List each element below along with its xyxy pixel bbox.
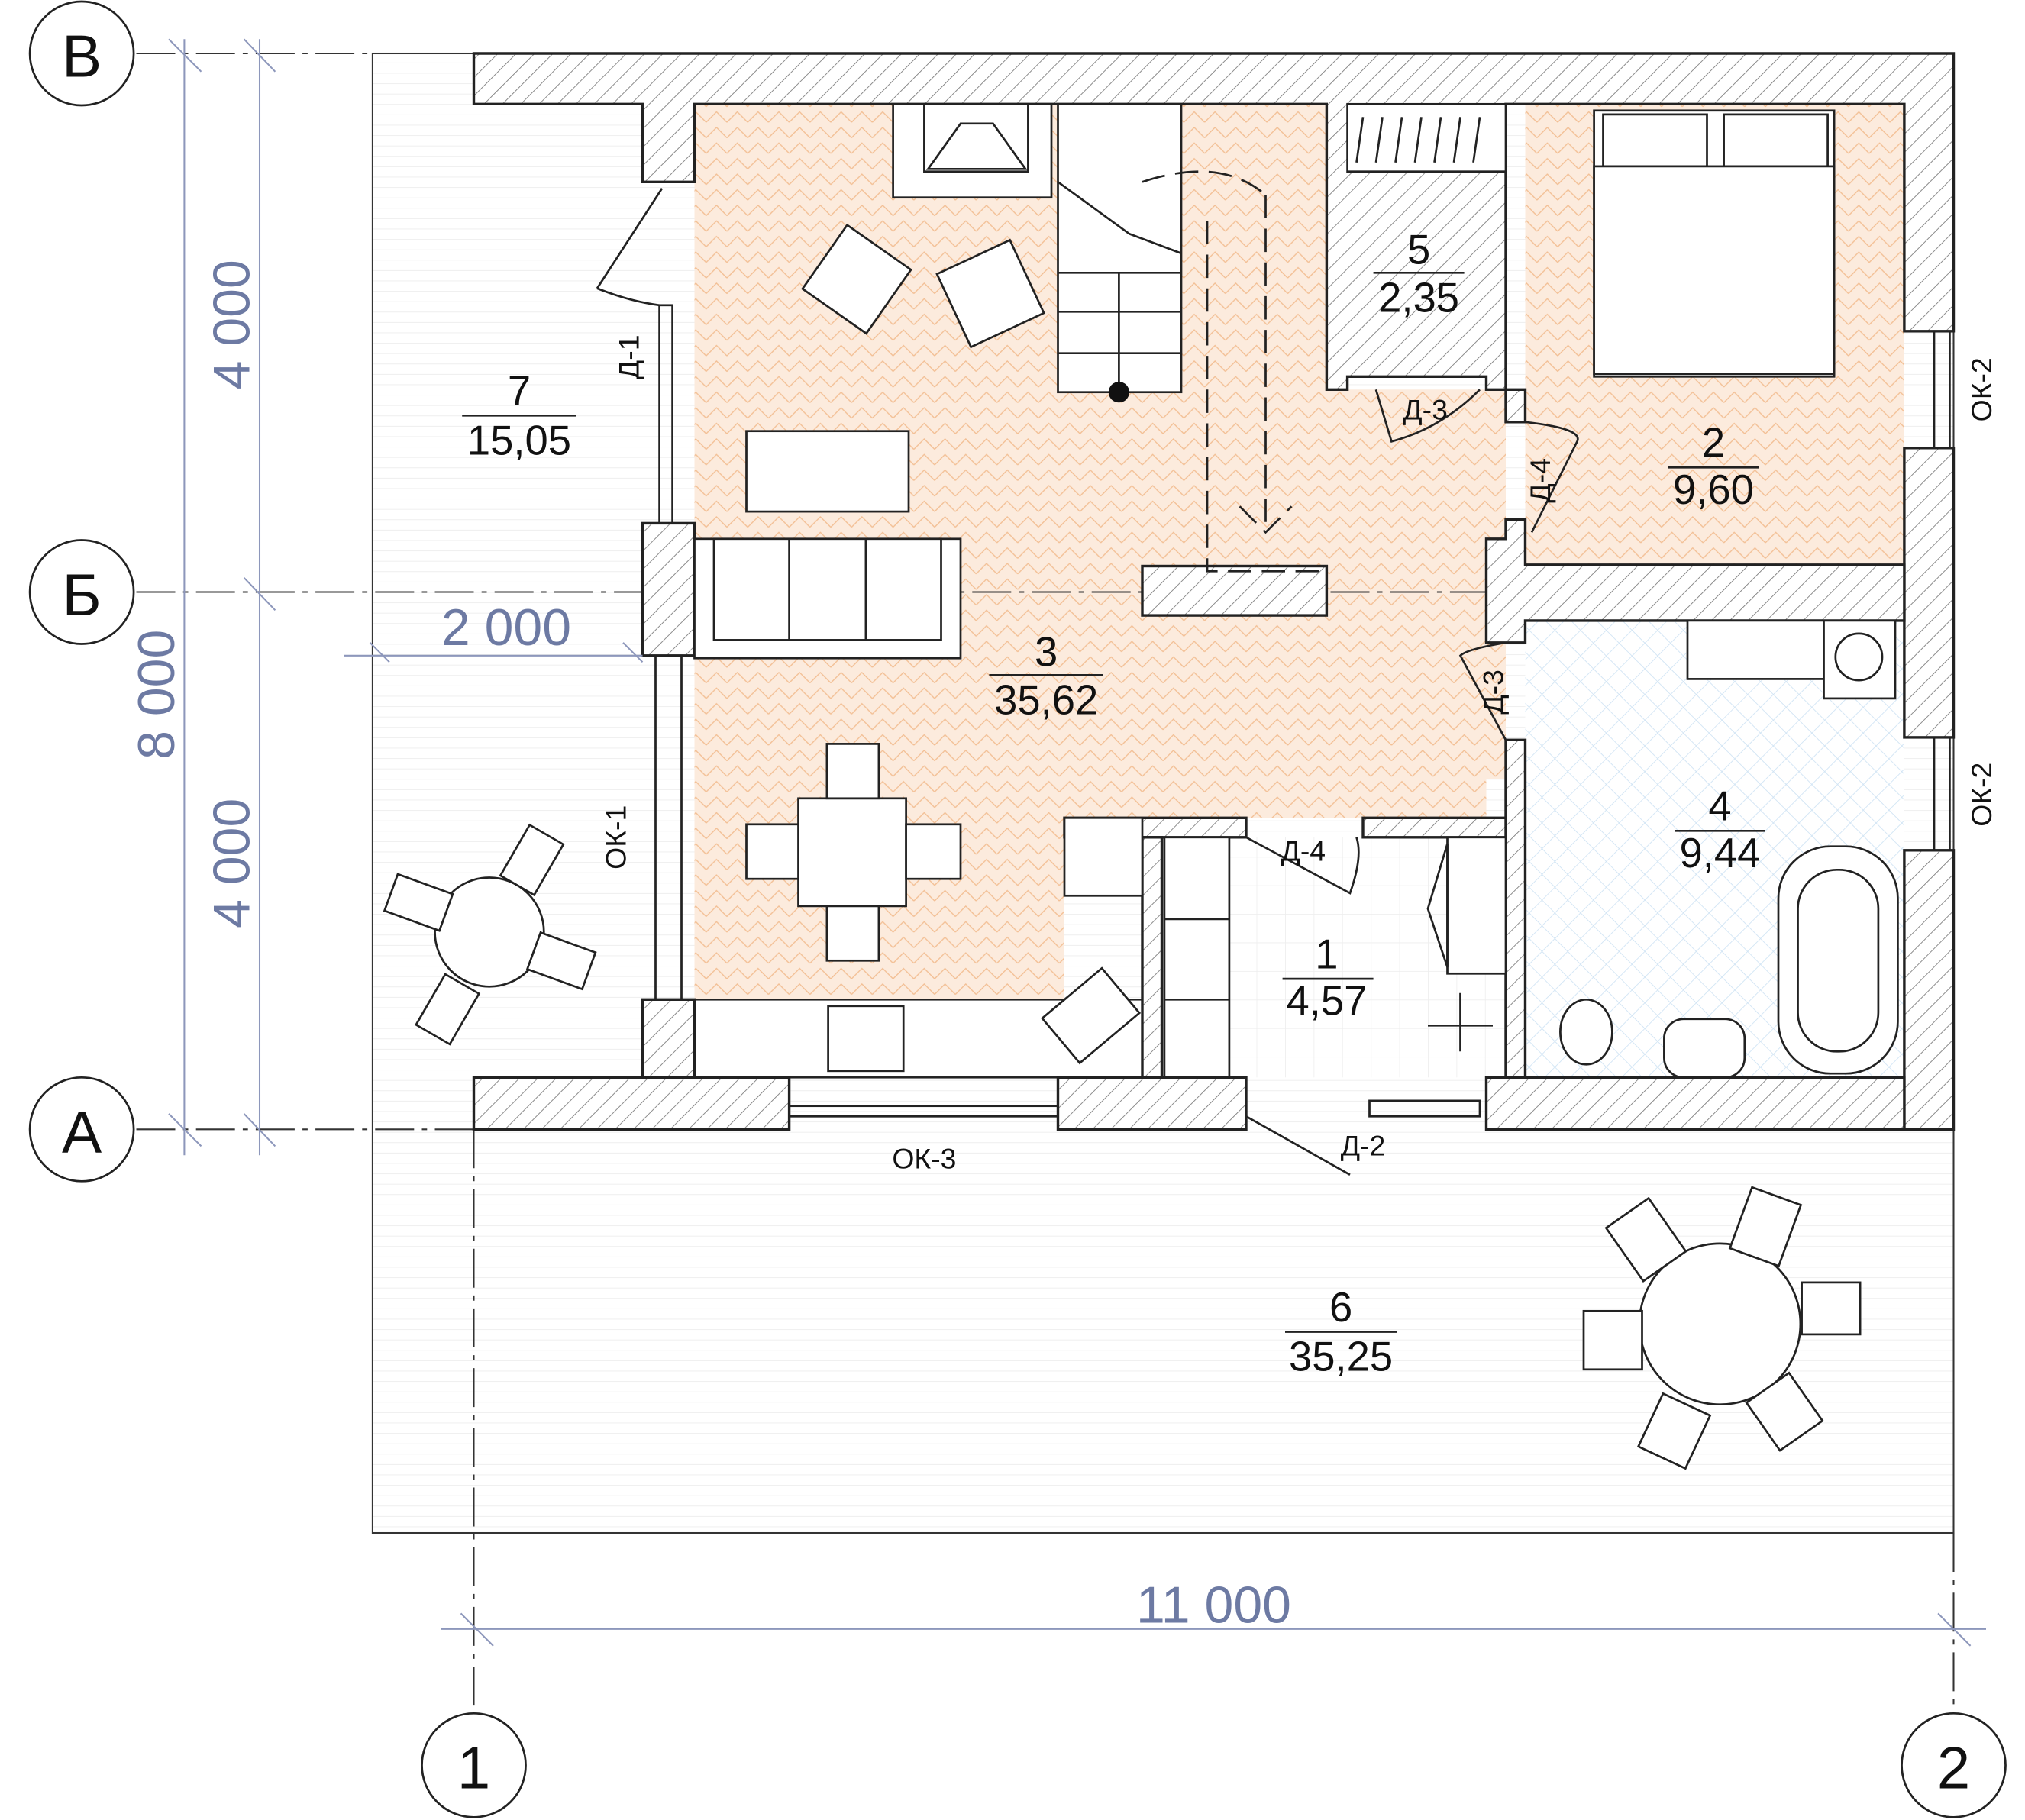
window-ok2-bottom — [1933, 736, 1951, 852]
label-d2: Д-2 — [1341, 1129, 1386, 1161]
axis-marker-2: 2 — [1901, 1712, 2007, 1818]
svg-text:5: 5 — [1407, 226, 1430, 273]
axis-marker-1: 1 — [421, 1712, 527, 1818]
terrace-table-right — [1582, 1186, 1862, 1470]
room-label-3: 335,62 — [989, 628, 1103, 723]
kitchen-units — [827, 816, 1144, 1073]
svg-text:Б: Б — [62, 561, 101, 628]
label-ok3: ОК-3 — [892, 1142, 956, 1174]
svg-text:35,25: 35,25 — [1289, 1333, 1393, 1380]
svg-text:2: 2 — [1937, 1734, 1970, 1802]
label-d4-top: Д-4 — [1524, 458, 1556, 503]
dining-table-set — [745, 743, 962, 962]
room-label-5: 52,35 — [1373, 226, 1465, 321]
armchair-left — [801, 223, 912, 335]
bed — [1593, 109, 1836, 378]
svg-text:15,05: 15,05 — [467, 417, 571, 463]
dimension-left-bottom: 4 000 — [202, 799, 260, 928]
svg-text:1: 1 — [1315, 931, 1338, 978]
axis-marker-v: В — [28, 0, 135, 107]
axis-marker-a: А — [28, 1076, 135, 1183]
sofa — [693, 537, 962, 660]
svg-text:35,62: 35,62 — [994, 676, 1098, 723]
room-label-1: 14,57 — [1282, 931, 1374, 1025]
svg-text:3: 3 — [1035, 628, 1058, 675]
door-d4-bottom-swing — [1245, 836, 1360, 895]
window-ok3 — [788, 1105, 1059, 1118]
coffee-table — [745, 430, 910, 513]
label-d4-bottom: Д-4 — [1281, 834, 1326, 866]
room-label-2: 29,60 — [1668, 420, 1759, 513]
window-ok1 — [654, 654, 683, 1001]
window-ok2-top — [1933, 330, 1951, 450]
room-label-4: 49,44 — [1675, 783, 1765, 876]
svg-text:2: 2 — [1702, 420, 1725, 466]
label-d1: Д-1 — [612, 335, 644, 380]
hall-wardrobe — [1163, 836, 1507, 1079]
armchair-right — [935, 238, 1045, 349]
svg-text:2,35: 2,35 — [1378, 274, 1459, 321]
door-d4-top-swing — [1525, 421, 1579, 533]
door-d2-swing — [1245, 1099, 1481, 1176]
svg-text:9,60: 9,60 — [1673, 466, 1754, 513]
label-d3-bottom: Д-3 — [1478, 670, 1510, 715]
label-d3-top: Д-3 — [1403, 393, 1448, 425]
room-label-6: 635,25 — [1285, 1284, 1397, 1380]
dimension-bottom-total: 11 000 — [1136, 1576, 1291, 1634]
label-ok1: ОК-1 — [599, 805, 631, 870]
svg-text:В: В — [62, 22, 102, 89]
svg-text:4,57: 4,57 — [1286, 978, 1367, 1025]
svg-text:1: 1 — [457, 1734, 490, 1802]
bathroom-fixtures — [1559, 619, 1899, 1079]
svg-text:А: А — [62, 1099, 102, 1166]
svg-text:7: 7 — [508, 368, 531, 415]
door-d3-bottom-swing — [1458, 641, 1507, 741]
room-label-7: 715,05 — [462, 368, 576, 463]
dimension-terrace-width: 2 000 — [441, 599, 571, 657]
terrace-table-left — [383, 823, 597, 1046]
wardrobe-room-5 — [1346, 102, 1507, 173]
dimension-lines — [168, 38, 1986, 1647]
room-3-floor — [694, 104, 1506, 1000]
dimension-left-top: 4 000 — [202, 260, 260, 389]
svg-text:9,44: 9,44 — [1680, 830, 1761, 876]
window-d1-side — [658, 304, 673, 524]
staircase — [1057, 102, 1327, 573]
label-ok2-top: ОК-2 — [1965, 357, 1998, 421]
svg-text:6: 6 — [1329, 1284, 1352, 1331]
fireplace — [892, 102, 1053, 199]
dimension-left-total: 8 000 — [128, 630, 186, 760]
door-d1-swing — [596, 188, 664, 307]
walls — [472, 52, 1956, 1131]
label-ok2-bottom: ОК-2 — [1965, 763, 1998, 827]
axis-marker-b: Б — [28, 539, 135, 645]
svg-text:4: 4 — [1708, 783, 1731, 830]
door-d3-top-swing — [1374, 389, 1481, 443]
